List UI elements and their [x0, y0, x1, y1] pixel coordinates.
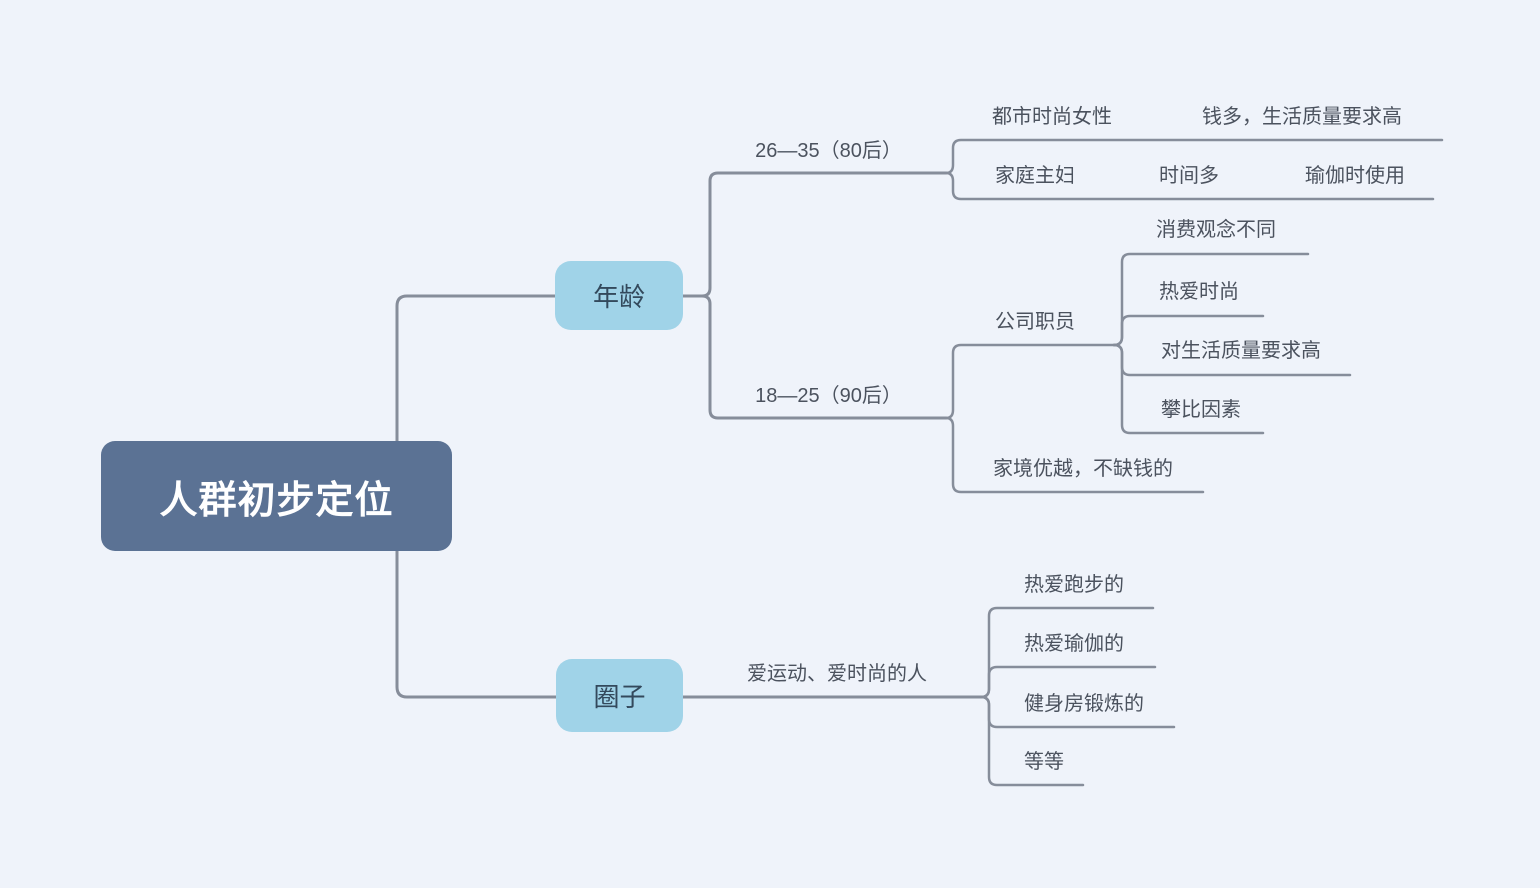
- topic-root[interactable]: 人群初步定位: [101, 441, 452, 551]
- topic-more-time[interactable]: 时间多: [1159, 165, 1219, 187]
- topic-gym-goers[interactable]: 健身房锻炼的: [1024, 693, 1144, 715]
- topic-26-35-80s[interactable]: 26—35（80后）: [755, 140, 902, 162]
- topic-sport-fashion-people[interactable]: 爱运动、爱时尚的人: [747, 663, 927, 685]
- connector-g90-to-wealthy-family: [944, 416, 1205, 494]
- topic-age-label: 年龄: [592, 282, 645, 312]
- topic-18-25-90s[interactable]: 18—25（90后）: [755, 385, 902, 407]
- connector-g80-to-urban-women: [944, 138, 1444, 175]
- topic-circle-label: 圈子: [593, 682, 646, 712]
- connector-sporty-to-yoga: [979, 665, 1157, 699]
- topic-circle[interactable]: 圈子: [556, 659, 683, 732]
- topic-office-worker[interactable]: 公司职员: [995, 311, 1075, 333]
- topic-different-consumption[interactable]: 消费观念不同: [1156, 219, 1276, 241]
- connector-office-to-love-fashion: [1112, 314, 1265, 347]
- topic-use-during-yoga[interactable]: 瑜伽时使用: [1305, 165, 1405, 187]
- topic-urban-fashion-women[interactable]: 都市时尚女性: [992, 106, 1112, 128]
- topic-rich-high-quality[interactable]: 钱多，生活质量要求高: [1202, 106, 1402, 128]
- topic-yoga-lovers[interactable]: 热爱瑜伽的: [1024, 633, 1124, 655]
- topic-high-quality-demand[interactable]: 对生活质量要求高: [1161, 340, 1321, 362]
- topic-etc[interactable]: 等等: [1024, 751, 1064, 773]
- connector-age-to-g80: [681, 171, 948, 298]
- topic-love-fashion[interactable]: 热爱时尚: [1159, 281, 1239, 303]
- topic-housewife[interactable]: 家庭主妇: [995, 165, 1075, 187]
- connector-age-to-g90: [681, 294, 948, 420]
- connector-sporty-to-etc: [979, 695, 1085, 787]
- connector-office-to-comparison: [1112, 343, 1265, 435]
- topic-comparison-factor[interactable]: 攀比因素: [1161, 399, 1241, 421]
- connector-g80-to-housewife: [944, 171, 1435, 201]
- topic-root-label: 人群初步定位: [159, 479, 394, 522]
- topic-age[interactable]: 年龄: [555, 261, 683, 330]
- connector-g90-to-office-worker: [944, 343, 1116, 420]
- topic-running-lovers[interactable]: 热爱跑步的: [1024, 574, 1124, 596]
- topic-wealthy-family[interactable]: 家境优越，不缺钱的: [993, 458, 1173, 480]
